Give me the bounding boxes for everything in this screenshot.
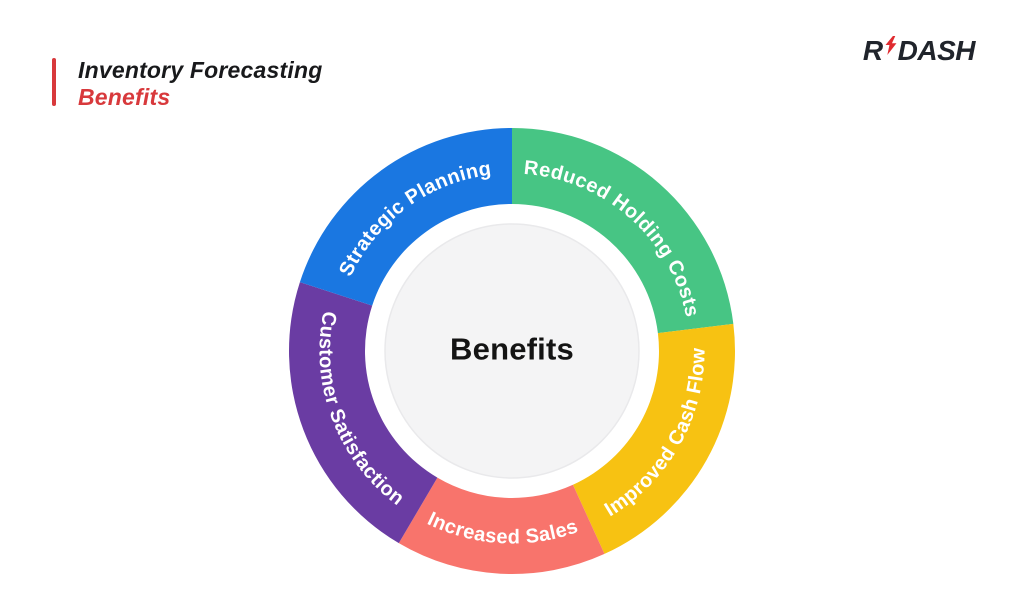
- lightning-bolt-icon: [885, 36, 897, 55]
- donut-center-circle: [384, 223, 640, 479]
- title-block: Inventory Forecasting Benefits: [78, 57, 322, 111]
- segment-strategic-planning: [299, 128, 512, 306]
- header: Inventory Forecasting Benefits R DASH: [0, 0, 1024, 120]
- rdash-logo: R DASH: [862, 35, 976, 66]
- donut-center-label: Benefits: [450, 331, 574, 367]
- title-accent-bar: [52, 58, 56, 106]
- segment-increased-sales: [398, 477, 605, 575]
- page-subtitle: Benefits: [78, 84, 171, 110]
- segment-reduced-holding-costs: [512, 128, 734, 334]
- logo-text-dash: DASH: [897, 35, 976, 66]
- page-title: Inventory Forecasting: [78, 57, 323, 83]
- segment-customer-satisfaction: [289, 282, 438, 544]
- logo-text-r: R: [862, 35, 883, 66]
- segment-improved-cash-flow: [572, 323, 735, 554]
